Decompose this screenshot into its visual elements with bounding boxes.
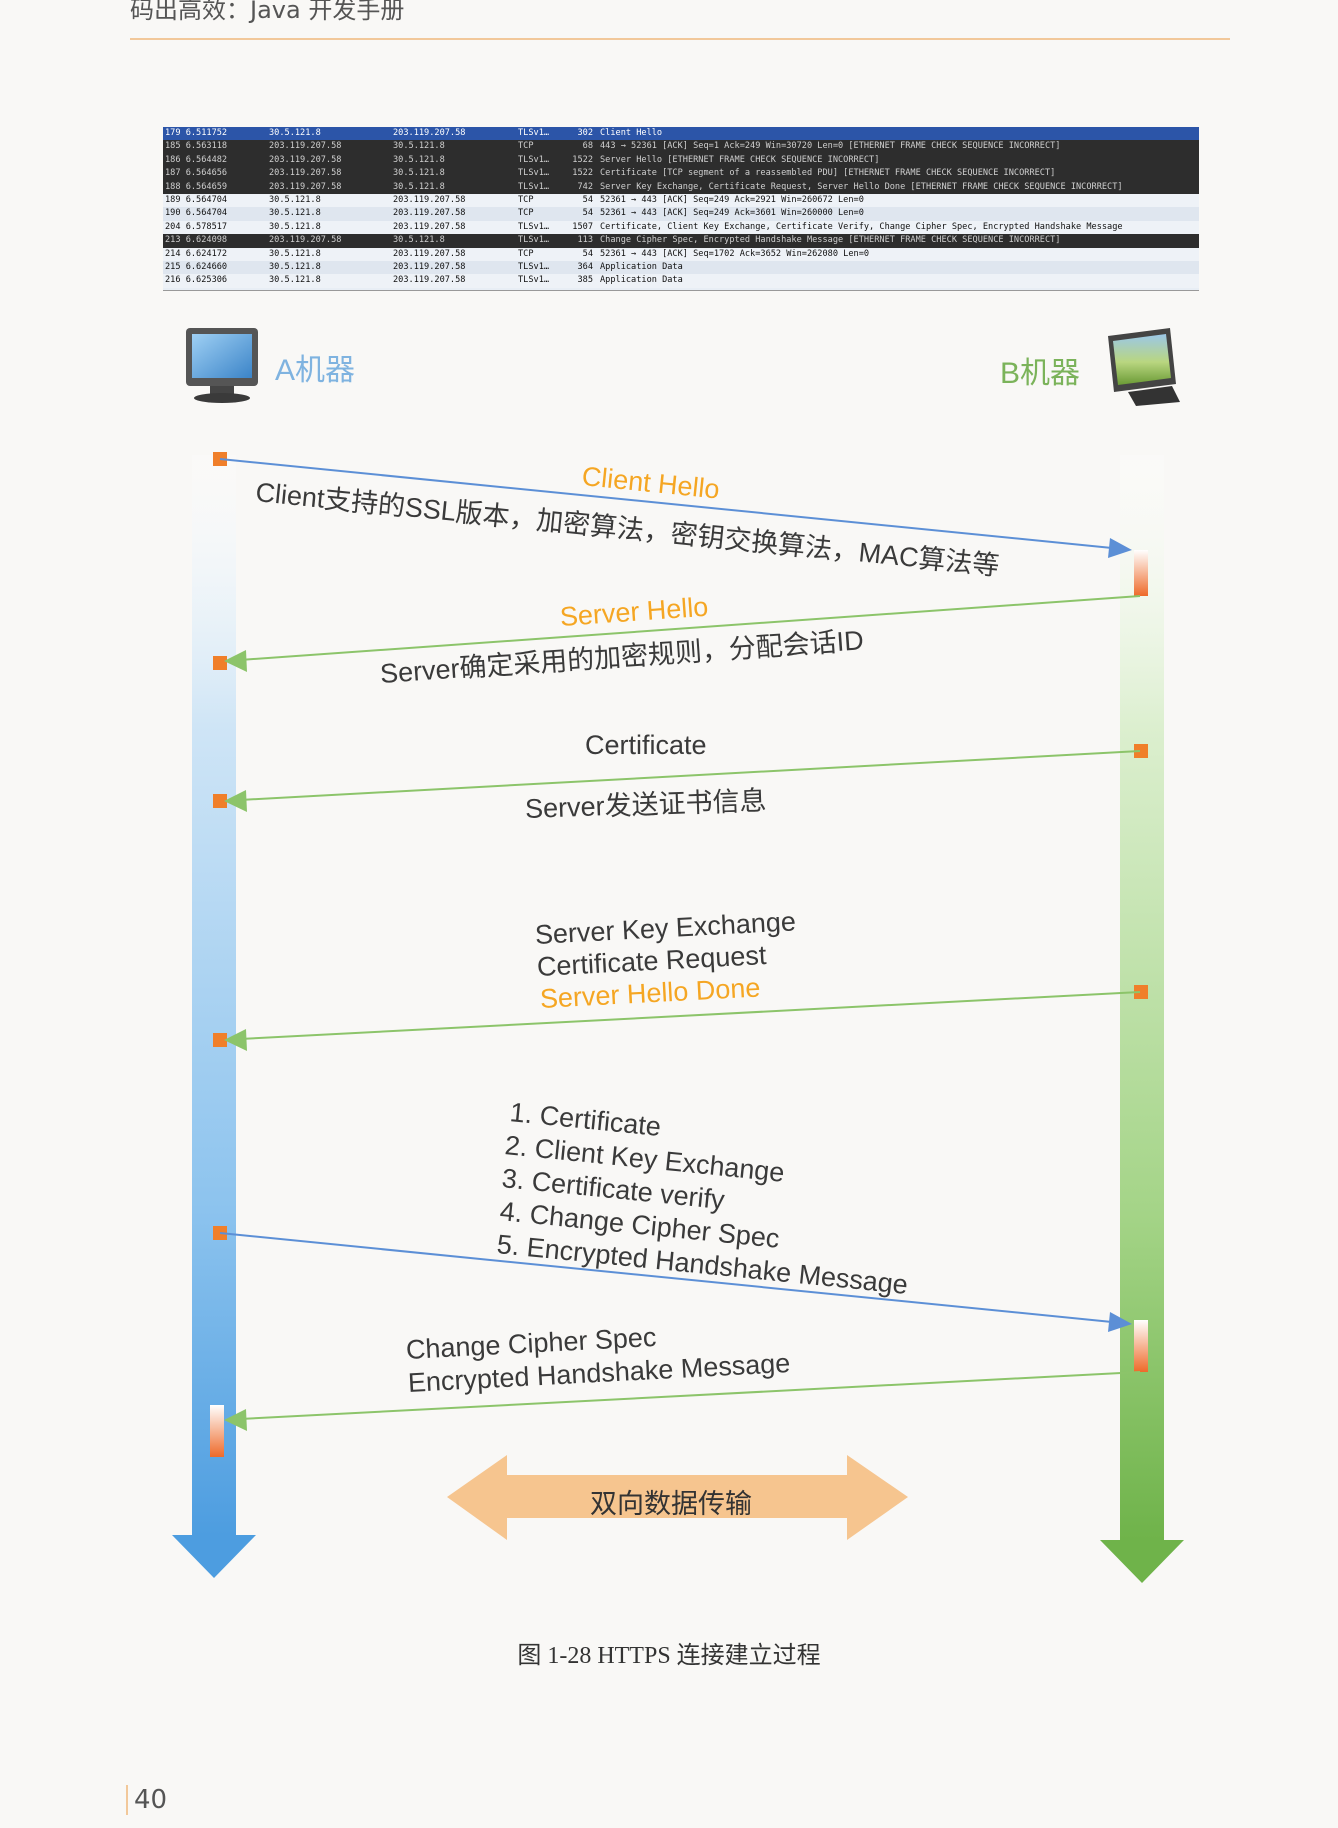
marker-a-6 — [210, 1405, 224, 1457]
lane-b — [1100, 455, 1184, 1583]
computer-a-icon — [186, 328, 258, 403]
certificate-title: Certificate — [585, 730, 707, 761]
computer-b-icon — [1108, 328, 1180, 406]
marker-a-2 — [213, 656, 227, 670]
data-transfer-label: 双向数据传输 — [590, 1482, 752, 1521]
page-number: 40 — [126, 1785, 167, 1815]
marker-b-1 — [1134, 550, 1148, 596]
marker-b-5 — [1134, 1320, 1148, 1372]
machine-a-label: A机器 — [275, 345, 355, 389]
machine-b-label: B机器 — [1000, 348, 1080, 392]
figure-caption: 图 1-28 HTTPS 连接建立过程 — [0, 1635, 1338, 1670]
